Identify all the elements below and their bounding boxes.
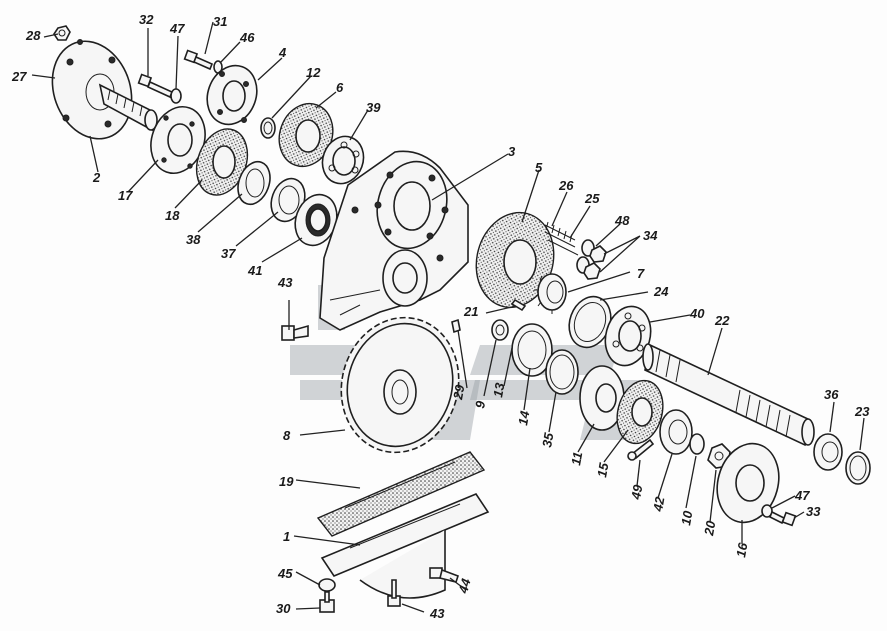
label-9: 9 — [472, 399, 488, 409]
cover-16 — [716, 442, 780, 524]
flange-2 — [51, 40, 158, 140]
label-22: 22 — [714, 313, 730, 328]
shaft-22 — [642, 343, 815, 447]
label-11: 11 — [568, 451, 585, 467]
label-21: 21 — [463, 304, 478, 319]
label-27: 27 — [11, 69, 27, 84]
label-38: 38 — [186, 232, 201, 247]
bearing-40 — [604, 305, 652, 367]
label-4: 4 — [278, 45, 287, 60]
gasket-18 — [195, 128, 249, 196]
plate-1 — [320, 493, 490, 599]
label-32: 32 — [139, 12, 154, 27]
nut-28 — [53, 25, 83, 45]
housing-17 — [150, 106, 206, 174]
label-47-lower: 47 — [794, 488, 810, 503]
bolt-30 — [319, 591, 335, 613]
part-labels: 28 27 32 47 31 46 4 12 6 39 2 17 18 38 3… — [11, 12, 870, 621]
label-30: 30 — [276, 601, 291, 616]
nut-34 — [583, 245, 607, 280]
label-35: 35 — [539, 431, 556, 449]
label-36: 36 — [824, 387, 839, 402]
label-39: 39 — [366, 100, 381, 115]
pin-29 — [451, 318, 461, 334]
label-24: 24 — [653, 284, 669, 299]
label-49: 49 — [628, 483, 646, 502]
label-3: 3 — [508, 144, 516, 159]
label-33: 33 — [806, 504, 821, 519]
label-46: 46 — [239, 30, 255, 45]
label-12: 12 — [306, 65, 321, 80]
leader-lines — [31, 21, 865, 613]
ring-35 — [545, 349, 579, 395]
label-7: 7 — [637, 266, 645, 281]
springs-26 — [544, 221, 579, 256]
cover-4 — [206, 64, 258, 126]
label-40: 40 — [689, 306, 705, 321]
bearing-41 — [294, 193, 338, 247]
gearbox-housing-3 — [319, 150, 469, 331]
label-37: 37 — [221, 246, 236, 261]
label-1: 1 — [283, 529, 290, 544]
label-28: 28 — [25, 28, 41, 43]
bolt-31 — [183, 49, 223, 74]
label-34: 34 — [643, 228, 658, 243]
washer-10 — [689, 433, 705, 455]
gasket-5 — [475, 211, 555, 309]
label-44: 44 — [455, 576, 474, 596]
label-5: 5 — [535, 160, 543, 175]
label-19: 19 — [279, 474, 294, 489]
pin-49 — [627, 438, 655, 461]
ring-12 — [260, 117, 276, 139]
label-26: 26 — [558, 178, 574, 193]
pin-21 — [510, 298, 527, 312]
label-43: 43 — [277, 275, 293, 290]
circlip-13 — [511, 323, 553, 377]
gasket-6 — [278, 102, 334, 168]
label-2: 2 — [92, 170, 101, 185]
label-15: 15 — [594, 461, 611, 479]
label-23: 23 — [854, 404, 870, 419]
bolt-33 — [761, 504, 797, 527]
label-6: 6 — [336, 80, 344, 95]
label-47: 47 — [169, 21, 185, 36]
seal-38 — [237, 160, 271, 206]
label-13: 13 — [490, 381, 507, 399]
label-10: 10 — [678, 509, 695, 527]
label-48: 48 — [614, 213, 630, 228]
label-17: 17 — [118, 188, 133, 203]
label-8: 8 — [283, 428, 291, 443]
label-25: 25 — [584, 191, 600, 206]
label-14: 14 — [515, 409, 532, 427]
bolt-43-upper — [281, 324, 309, 341]
label-20: 20 — [701, 519, 719, 538]
bolt-43-lower — [387, 579, 401, 607]
plate-19 — [316, 451, 486, 537]
label-42: 42 — [650, 495, 668, 514]
label-31: 31 — [213, 14, 227, 29]
gasket-15 — [616, 379, 664, 445]
label-29: 29 — [450, 383, 468, 402]
bearing-42 — [659, 409, 693, 455]
label-41: 41 — [247, 263, 262, 278]
label-43-lower: 43 — [429, 606, 445, 621]
gear-7 — [534, 273, 567, 314]
bolt-32 — [137, 73, 182, 104]
ring-23 — [845, 451, 871, 485]
bearing-36 — [813, 433, 843, 471]
washer-45 — [318, 578, 336, 592]
ring-9 — [491, 319, 509, 341]
bearing-39 — [321, 135, 365, 185]
label-18: 18 — [165, 208, 180, 223]
label-45: 45 — [277, 566, 293, 581]
label-16: 16 — [733, 541, 750, 559]
gear-8 — [340, 316, 460, 454]
